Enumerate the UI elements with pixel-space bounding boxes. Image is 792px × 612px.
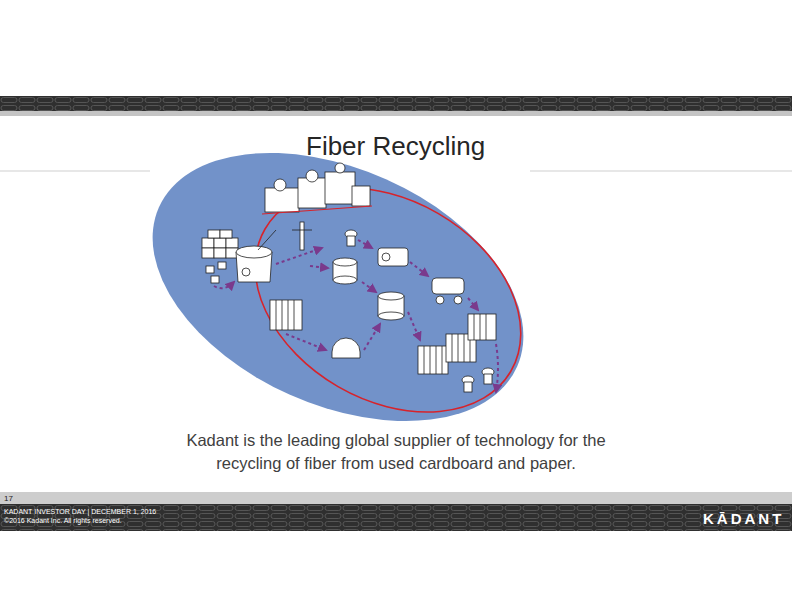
thickener bbox=[378, 248, 408, 266]
tank bbox=[333, 258, 357, 284]
company-logo: KĀDANT bbox=[703, 510, 784, 527]
slide-caption: Kadant is the leading global supplier of… bbox=[171, 429, 621, 475]
flow-arrows bbox=[214, 240, 498, 392]
slide-title: Fiber Recycling bbox=[306, 131, 485, 162]
copyright-text: ©2016 Kadant Inc. All rights reserved. bbox=[4, 517, 122, 524]
pulper bbox=[236, 230, 276, 282]
screen-bank bbox=[270, 300, 302, 330]
small-pump bbox=[482, 368, 494, 384]
rule-line bbox=[0, 171, 150, 172]
process-equipment bbox=[202, 163, 496, 392]
header-bar bbox=[0, 96, 792, 111]
small-pump bbox=[462, 376, 474, 392]
screen-bank bbox=[468, 314, 496, 340]
process-area bbox=[111, 99, 565, 474]
header-strip bbox=[0, 111, 792, 116]
screen-bank bbox=[418, 346, 448, 374]
recycling-loop bbox=[215, 142, 561, 457]
footer-strip bbox=[0, 492, 792, 504]
flotation-cell bbox=[332, 338, 360, 358]
footer-bar bbox=[0, 504, 792, 531]
cleaner bbox=[292, 222, 312, 250]
page-number: 17 bbox=[4, 494, 13, 503]
disperser bbox=[432, 278, 464, 304]
rule-line bbox=[530, 171, 792, 172]
footer-text: KADANT INVESTOR DAY | DECEMBER 1, 2016 bbox=[4, 508, 156, 515]
small-pump bbox=[345, 230, 357, 246]
bale-stack bbox=[202, 230, 238, 258]
loose-paper bbox=[206, 262, 226, 283]
tank bbox=[378, 292, 404, 320]
paper-machine bbox=[262, 163, 372, 214]
